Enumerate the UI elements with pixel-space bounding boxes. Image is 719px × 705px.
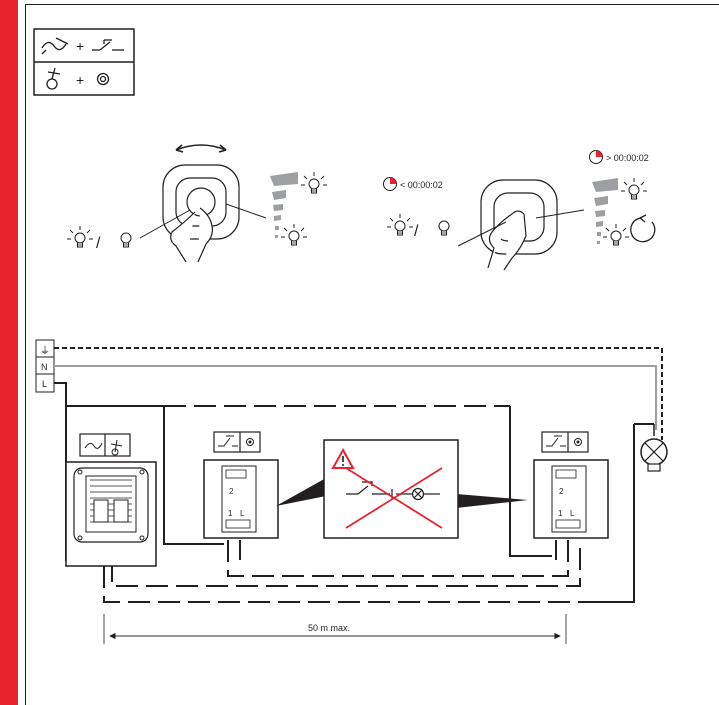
bulb-bright-icon-2 (621, 178, 647, 199)
press-hold-illustration: < 00:00:02 > 00:00:02 / (383, 150, 656, 271)
supply-terminals: ⏚ N L (35, 339, 55, 393)
pin-1-label: 1 (228, 509, 233, 518)
distance-label: 50 m max. (308, 623, 350, 633)
dimmer-module (65, 433, 157, 567)
svg-text:/: / (414, 223, 419, 240)
pushbutton-module-2: 2 1 L (533, 431, 609, 539)
hand-icon (170, 207, 213, 263)
svg-text:+: + (76, 38, 84, 54)
neutral-terminal: N (41, 362, 48, 372)
bulb-on-icon (67, 226, 93, 247)
page-frame (25, 4, 719, 705)
bulb-bright-icon (301, 172, 327, 193)
pushbutton-module-1: 2 1 L (203, 431, 279, 539)
hand-press-icon (487, 210, 527, 271)
distance-dimension: 50 m max. (103, 614, 567, 644)
no-neutral-icon (46, 67, 61, 90)
pin-1-label-b: 1 (558, 509, 563, 518)
svg-text:+: + (76, 72, 84, 88)
dimmer-icon (41, 37, 69, 55)
lamp-icon (640, 424, 668, 472)
dimming-level-scale (270, 172, 298, 238)
rotate-dim-illustration: / (67, 144, 327, 263)
cycle-arrow-icon (630, 217, 656, 243)
timer-short-label: < 00:00:02 (400, 180, 443, 190)
bulb-on-icon-2 (387, 214, 413, 235)
warning-callout (276, 439, 528, 539)
timer-long-label: > 00:00:02 (606, 153, 649, 163)
bulb-dim-icon-2 (603, 224, 629, 245)
dimming-level-scale-2 (592, 178, 618, 244)
pin-l-label: L (240, 509, 245, 518)
pin-l-label-b: L (570, 509, 575, 518)
symbol-legend: + + (33, 28, 135, 96)
timer-long: > 00:00:02 (589, 150, 649, 164)
bulb-off-icon (120, 232, 132, 248)
warning-icon (331, 447, 355, 469)
pushbutton-icon (92, 39, 124, 51)
pin-2-label-b: 2 (559, 487, 564, 496)
bulb-dim-icon (281, 224, 307, 245)
locator-light-icon (96, 72, 110, 86)
earth-terminal: ⏚ (40, 345, 50, 357)
pin-2-label: 2 (229, 487, 234, 496)
live-terminal: L (42, 379, 47, 389)
svg-text:/: / (96, 235, 101, 252)
timer-short: < 00:00:02 (383, 177, 443, 191)
bulb-off-icon-2 (438, 220, 450, 236)
side-accent-bar (0, 0, 18, 705)
